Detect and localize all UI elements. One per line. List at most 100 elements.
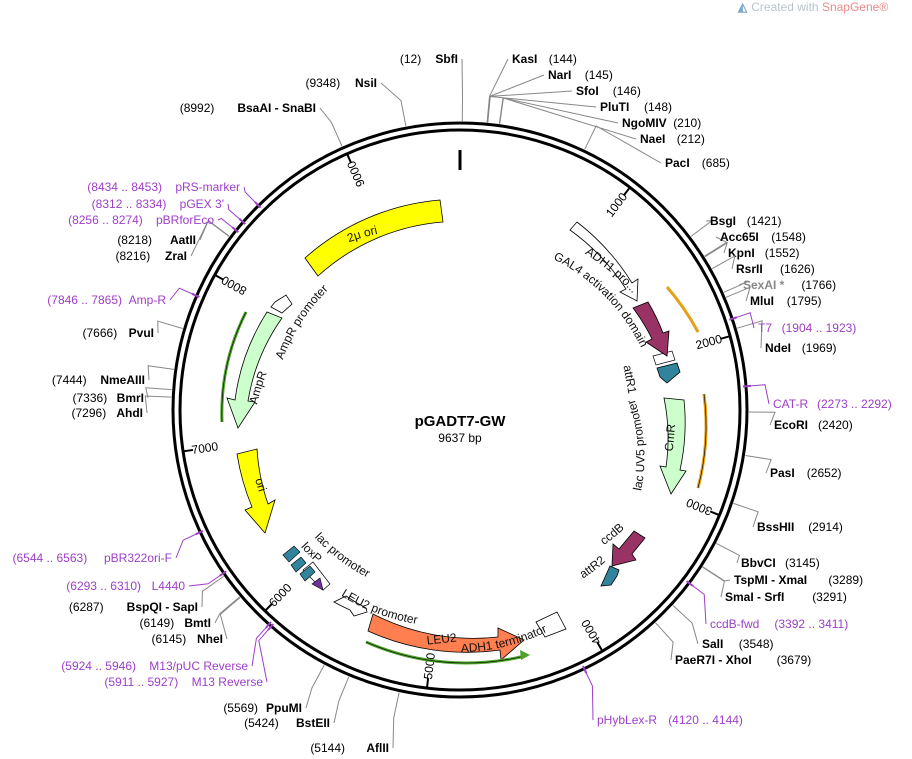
primer-pbr322ori-f[interactable]: pBR322ori-F(6544 .. 6563) [12, 529, 204, 565]
feature-leu2[interactable] [367, 613, 525, 661]
site-leader [716, 542, 741, 564]
site-paci[interactable]: PacI(685) [584, 125, 730, 170]
feature-loxp-2[interactable] [290, 556, 307, 573]
site-name: SbfI [435, 52, 458, 66]
site-pvui[interactable]: PvuI(7666) [83, 320, 183, 340]
feature-ccdb[interactable] [611, 530, 646, 567]
feature-ampr-promoter-arrow[interactable] [270, 294, 293, 314]
feature-gal4-ad[interactable] [632, 301, 670, 357]
site-paer7i-xhoi[interactable]: PaeR7I - XhoI(3679) [655, 622, 812, 667]
primer-amp-r[interactable]: Amp-R(7846 .. 7865) [47, 287, 200, 307]
feature-leu2-promoter[interactable] [333, 595, 368, 617]
site-pos: (7336) [73, 391, 108, 405]
site-ppumi[interactable]: PpuMI(5569) [223, 664, 325, 715]
primer-pgex-3-[interactable]: pGEX 3'(8312 .. 8334) [92, 197, 247, 225]
site-aflii[interactable]: AflII(5144) [310, 692, 400, 756]
site-rsrii[interactable]: RsrII(1626) [711, 255, 815, 276]
site-pos: (144) [549, 52, 577, 66]
site-acc65i[interactable]: Acc65I(1548) [704, 230, 806, 257]
primer-mark [195, 529, 204, 536]
feature-loxp-3[interactable] [299, 565, 316, 582]
site-name: NheI [197, 632, 223, 646]
site-ndei[interactable]: NdeI(1969) [737, 320, 836, 355]
site-name: BssHII [757, 520, 794, 534]
primer-leader [584, 670, 594, 721]
site-nsii[interactable]: NsiI(9348) [306, 76, 407, 127]
site-ahdi[interactable]: AhdI(7296) [72, 395, 172, 420]
site-pos: (5424) [244, 716, 279, 730]
primer-t7[interactable]: T7(1904 .. 1923) [728, 312, 856, 335]
site-smai-srfi[interactable]: SmaI - SrfI(3291) [702, 566, 847, 604]
site-leader [690, 220, 714, 237]
feature-2mu-ori[interactable] [304, 199, 444, 277]
site-nari[interactable]: NarI(145) [486, 68, 613, 123]
site-name: BbvCI [741, 556, 776, 570]
site-bsaai-snabi[interactable]: BsaAI - SnaBI(8992) [180, 101, 343, 147]
site-pos: (2914) [808, 520, 843, 534]
site-sali[interactable]: SalI(3548) [672, 605, 774, 651]
primer-pbrforeco[interactable]: pBRforEco(8256 .. 8274) [68, 213, 240, 234]
site-leader [487, 95, 597, 123]
site-pos: (3679) [777, 653, 812, 667]
feature-cmr-label: CmR [662, 423, 678, 452]
site-name: ZraI [165, 249, 187, 263]
primer-m13-puc-reverse[interactable]: M13/pUC Reverse(5924 .. 5946) [61, 621, 272, 673]
site-bbvci[interactable]: BbvCI(3145) [716, 542, 820, 570]
site-name: NsiI [355, 76, 377, 90]
site-sexai-[interactable]: SexAI *(1766) [723, 278, 836, 293]
site-sbfi[interactable]: SbfI(12) [400, 52, 464, 122]
feature-attr2[interactable] [600, 565, 620, 587]
site-name: PacI [665, 156, 690, 170]
feature-lox-purple[interactable] [311, 577, 324, 591]
site-naei[interactable]: NaeI(212) [499, 97, 705, 146]
site-bsshii[interactable]: BssHII (2914) [733, 502, 843, 534]
primer-leader [733, 312, 755, 329]
feature-loxp-1[interactable] [282, 545, 301, 563]
site-pluti[interactable]: PluTI(148) [487, 95, 672, 123]
site-nmeaiii[interactable]: NmeAIII(7444) [52, 365, 174, 387]
primer-leader [188, 573, 223, 587]
site-bsgi[interactable]: BsgI(1421) [690, 214, 781, 237]
primer-prs-marker[interactable]: pRS-marker(8434 .. 8453) [87, 180, 262, 209]
watermark: ◭Created with SnapGene® [738, 0, 908, 16]
primer-m13-reverse[interactable]: M13 Reverse(5911 .. 5927) [104, 623, 275, 689]
primer-l4440[interactable]: L4440(6293 .. 6310) [66, 570, 227, 593]
site-nhei[interactable]: NheI(6145) [152, 597, 241, 647]
primer-mark [264, 621, 272, 629]
restriction-sites: SbfI(12)KasI(144)NarI(145)SfoI(146)PluTI… [52, 52, 863, 755]
feature-adh1-terminator[interactable] [535, 611, 567, 638]
primer-leader [243, 186, 258, 205]
site-kasi[interactable]: KasI(144) [486, 52, 577, 123]
primer-name: pHybLex-R [597, 713, 657, 727]
site-mlui[interactable]: MluI(1795) [725, 286, 821, 308]
site-bmri[interactable]: BmrI(7336) [73, 387, 172, 405]
feature-attr1[interactable] [656, 362, 681, 384]
site-pos: (148) [644, 100, 672, 114]
primer-phyblex-r[interactable]: pHybLex-R(4120 .. 4144) [582, 665, 743, 727]
site-bmti[interactable]: BmtI(6149) [140, 596, 240, 630]
tick-label-8000: 8000 [219, 273, 249, 298]
feature-ampr[interactable] [226, 311, 283, 429]
primer-leader [217, 217, 235, 230]
site-name: BmtI [184, 616, 211, 630]
primer-ccdb-fwd[interactable]: ccdB-fwd(3392 .. 3411) [686, 580, 849, 631]
feature-adh1-promoter[interactable] [569, 221, 639, 302]
site-bsteii[interactable]: BstEII(5424) [244, 676, 350, 730]
feature-leu2-orf-arrowhead [520, 650, 530, 660]
primer-cat-r[interactable]: CAT-R(2273 .. 2292) [742, 384, 892, 411]
feature-cmr[interactable] [659, 397, 687, 495]
site-bspqi-sapi[interactable]: BspQI - SapI(6287) [69, 575, 224, 614]
site-pasi[interactable]: PasI(2652) [745, 455, 841, 481]
site-ecori[interactable]: EcoRI(2420) [748, 411, 853, 432]
primer-mark [267, 623, 275, 631]
site-kpni[interactable]: KpnI(1552) [704, 241, 799, 260]
site-aatii[interactable]: AatII(8218) [117, 219, 230, 248]
site-name: SmaI - SrfI [725, 590, 784, 604]
primer-mark [686, 580, 694, 587]
site-pos: (8218) [117, 233, 152, 247]
site-name: PpuMI [266, 701, 302, 715]
primer-range: (2273 .. 2292) [817, 397, 892, 411]
feature-ori[interactable] [236, 448, 276, 534]
site-tspmi-xmai[interactable]: TspMI - XmaI(3289) [702, 566, 863, 587]
site-leader [499, 97, 637, 140]
